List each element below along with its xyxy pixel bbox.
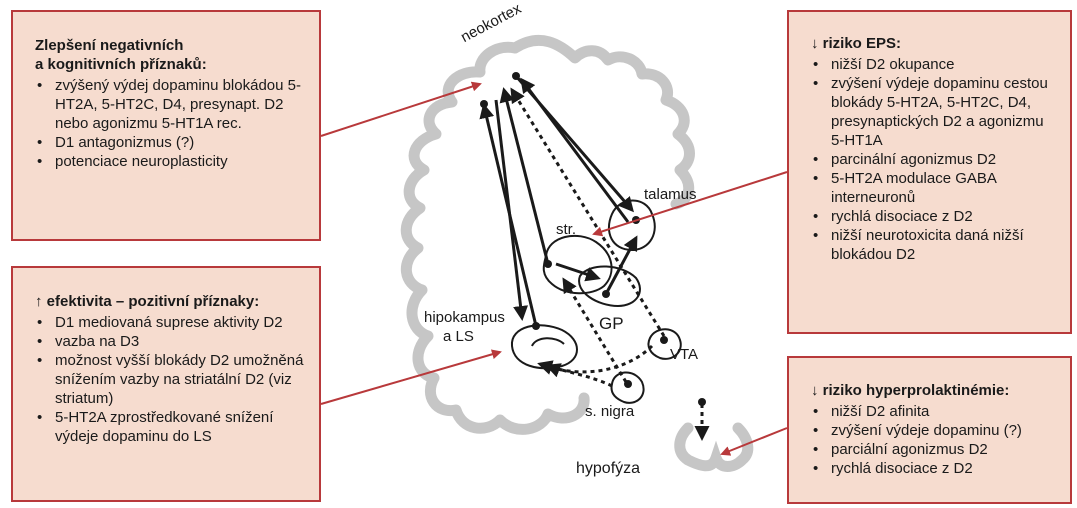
dotted-pathways	[512, 90, 702, 438]
list-item: 5-HT2A zprostředkované snížení výdeje do…	[35, 408, 307, 446]
callout-arrows	[321, 84, 787, 454]
box-negative-list: zvýšený výdej dopaminu blokádou 5-HT2A, …	[35, 76, 307, 171]
path-sn-to-hipo	[540, 364, 612, 386]
box-negative-title: Zlepšení negativních a kognitivních příz…	[35, 36, 307, 74]
cortex-outline	[406, 40, 689, 429]
striatum-outline	[544, 236, 612, 293]
label-vta: VTA	[670, 346, 698, 363]
list-item: nižší neurotoxicita daná nižší blokádou …	[811, 226, 1058, 264]
list-item: zvýšení výdeje dopaminu cestou blokády 5…	[811, 74, 1058, 150]
hipokampus-inner	[532, 338, 564, 346]
path-str-to-cortex	[504, 90, 548, 264]
arrow-up-icon: ↑	[35, 293, 43, 310]
arrow-down-icon: ↓	[811, 35, 819, 52]
list-item: nižší D2 okupance	[811, 55, 1058, 74]
list-item: 5-HT2A modulace GABA interneuronů	[811, 169, 1058, 207]
box-negative-title-line2: a kognitivních příznaků:	[35, 55, 307, 74]
label-gp: GP	[599, 314, 624, 334]
box-hyperprolactinemia-risk: ↓ riziko hyperprolaktinémie: nižší D2 af…	[787, 356, 1072, 504]
label-striatum: str.	[556, 221, 576, 238]
arrow-down-icon: ↓	[811, 382, 819, 399]
box-eps-risk: ↓ riziko EPS: nižší D2 okupance zvýšení …	[787, 10, 1072, 334]
box-eps-title: ↓ riziko EPS:	[811, 34, 1058, 53]
list-item: parcinální agonizmus D2	[811, 150, 1058, 169]
list-item: parciální agonizmus D2	[811, 440, 1058, 459]
callout-prolactin-to-hypofyza	[722, 428, 787, 454]
callout-positive-to-hipokampus	[321, 352, 500, 404]
list-item: zvýšení výdeje dopaminu (?)	[811, 421, 1058, 440]
label-talamus: talamus	[644, 186, 697, 203]
callout-negative-to-cortex	[321, 84, 480, 136]
box-positive-title-text: efektivita – pozitivní příznaky:	[47, 293, 260, 310]
box-negative-cognitive: Zlepšení negativních a kognitivních příz…	[11, 10, 321, 241]
box-prolactin-title: ↓ riziko hyperprolaktinémie:	[811, 381, 1058, 400]
label-hypofyza: hypofýza	[576, 460, 640, 478]
list-item: vazba na D3	[35, 332, 307, 351]
path-vta-to-hipo	[548, 346, 652, 372]
box-prolactin-title-text: riziko hyperprolaktinémie:	[823, 382, 1010, 399]
path-cortex-to-hipo	[496, 100, 522, 318]
box-negative-title-line1: Zlepšení negativních	[35, 36, 307, 55]
list-item: D1 mediovaná suprese aktivity D2	[35, 313, 307, 332]
box-prolactin-list: nižší D2 afinita zvýšení výdeje dopaminu…	[811, 402, 1058, 478]
label-hipokampus: hipokampus	[424, 309, 505, 326]
box-positive-title: ↑ efektivita – pozitivní příznaky:	[35, 292, 307, 311]
list-item: rychlá disociace z D2	[811, 207, 1058, 226]
list-item: zvýšený výdej dopaminu blokádou 5-HT2A, …	[35, 76, 307, 133]
list-item: možnost vyšší blokády D2 umožněná snížen…	[35, 351, 307, 408]
label-substantia-nigra: s. nigra	[585, 403, 634, 420]
box-eps-list: nižší D2 okupance zvýšení výdeje dopamin…	[811, 55, 1058, 264]
list-item: nižší D2 afinita	[811, 402, 1058, 421]
box-positive-list: D1 mediovaná suprese aktivity D2 vazba n…	[35, 313, 307, 446]
label-ls: a LS	[443, 328, 474, 345]
box-eps-title-text: riziko EPS:	[823, 35, 901, 52]
list-item: D1 antagonizmus (?)	[35, 133, 307, 152]
list-item: rychlá disociace z D2	[811, 459, 1058, 478]
list-item: potenciace neuroplasticity	[35, 152, 307, 171]
path-str-to-gp	[556, 264, 598, 278]
box-positive-efficacy: ↑ efektivita – pozitivní příznaky: D1 me…	[11, 266, 321, 502]
hipokampus-outline	[512, 325, 577, 368]
